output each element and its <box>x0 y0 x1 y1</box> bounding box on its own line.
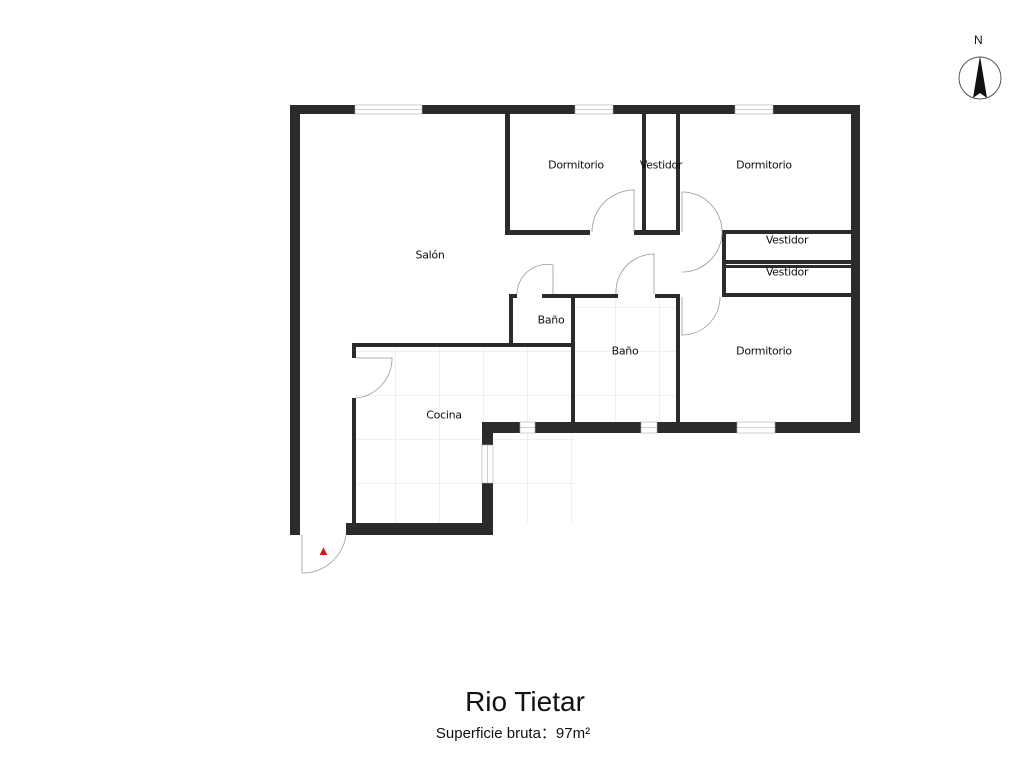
room-label-vestidor-3: Vestidor <box>765 265 809 279</box>
plan-area: Superficie bruta：97m² <box>435 725 591 742</box>
room-label-cocina: Cocina <box>426 408 462 422</box>
doors <box>301 189 723 574</box>
room-label-bano-2: Baño <box>611 344 639 358</box>
compass <box>958 56 1002 100</box>
room-label-vestidor-1: Vestidor <box>639 158 683 172</box>
walls <box>290 105 860 535</box>
windows <box>354 104 776 484</box>
floor-tiles <box>356 298 676 523</box>
room-label-dormitorio-1: Dormitorio <box>548 158 604 172</box>
entrance-icon: ▲ <box>317 543 330 558</box>
room-label-vestidor-2: Vestidor <box>765 233 809 247</box>
plan-title: Rio Tietar <box>465 686 585 717</box>
room-label-bano-1: Baño <box>537 313 565 327</box>
north-label: N <box>974 33 983 47</box>
room-label-salon: Salón <box>415 248 445 262</box>
room-label-dormitorio-3: Dormitorio <box>736 344 792 358</box>
room-label-dormitorio-2: Dormitorio <box>736 158 792 172</box>
